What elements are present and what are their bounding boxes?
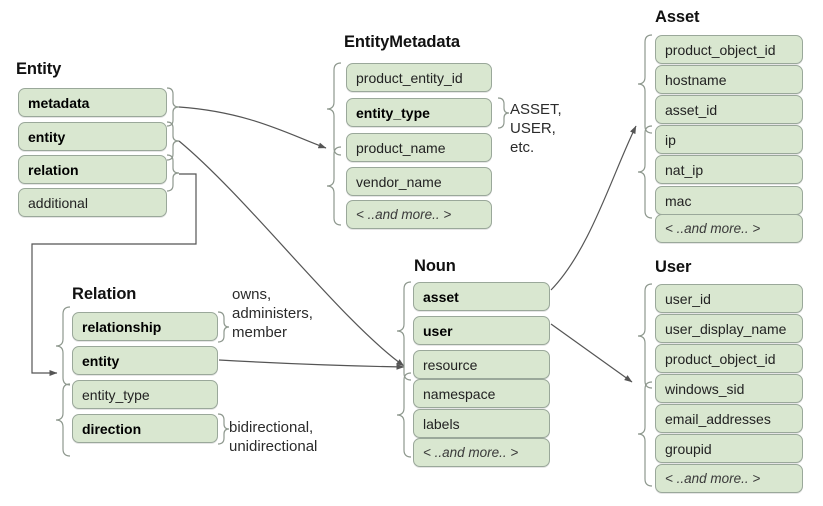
user-field-email-addresses[interactable]: email_addresses: [655, 404, 803, 433]
group-title-relation: Relation: [72, 285, 137, 303]
asset-field-hostname[interactable]: hostname: [655, 65, 803, 94]
user-field-windows-sid[interactable]: windows_sid: [655, 374, 803, 403]
asset-field-product-object-id[interactable]: product_object_id: [655, 35, 803, 64]
wire-relation-entity-to-noun: [218, 359, 405, 370]
entitymetadata-brace: [326, 62, 342, 226]
wire-noun-asset-to-asset: [550, 125, 637, 291]
relation-field-entity[interactable]: entity: [72, 346, 218, 375]
group-title-entitymetadata: EntityMetadata: [344, 33, 460, 51]
entity-type-value-brace: [497, 97, 510, 129]
user-field-user-id[interactable]: user_id: [655, 284, 803, 313]
user-field-user-display-name[interactable]: user_display_name: [655, 314, 803, 343]
entity-field-additional[interactable]: additional: [18, 188, 167, 217]
asset-field-asset-id[interactable]: asset_id: [655, 95, 803, 124]
relationship-value-brace: [217, 311, 230, 343]
noun-field-labels[interactable]: labels: [413, 409, 550, 438]
noun-field-user[interactable]: user: [413, 316, 550, 345]
asset-field-mac[interactable]: mac: [655, 186, 803, 215]
noun-field-namespace[interactable]: namespace: [413, 379, 550, 408]
user-field-product-object-id[interactable]: product_object_id: [655, 344, 803, 373]
asset-field-and-more[interactable]: < ..and more.. >: [655, 214, 803, 243]
entity-field-relation[interactable]: relation: [18, 155, 167, 184]
group-title-entity: Entity: [16, 60, 62, 78]
noun-field-resource[interactable]: resource: [413, 350, 550, 379]
entitymetadata-field-and-more[interactable]: < ..and more.. >: [346, 200, 492, 229]
noun-field-asset[interactable]: asset: [413, 282, 550, 311]
group-title-user: User: [655, 258, 692, 276]
wire-metadata-to-entitymetadata: [178, 106, 327, 149]
direction-value-brace: [217, 413, 230, 445]
asset-field-nat-ip[interactable]: nat_ip: [655, 155, 803, 184]
user-field-groupid[interactable]: groupid: [655, 434, 803, 463]
group-title-noun: Noun: [414, 257, 456, 275]
entity-field-metadata[interactable]: metadata: [18, 88, 167, 117]
annotation-relationship-values: owns, administers, member: [232, 286, 313, 341]
entity-brace-group: [166, 87, 180, 192]
relation-field-relationship[interactable]: relationship: [72, 312, 218, 341]
relation-field-direction[interactable]: direction: [72, 414, 218, 443]
noun-field-and-more[interactable]: < ..and more.. >: [413, 438, 550, 467]
user-field-and-more[interactable]: < ..and more.. >: [655, 464, 803, 493]
entitymetadata-field-vendor-name[interactable]: vendor_name: [346, 167, 492, 196]
entitymetadata-field-product-name[interactable]: product_name: [346, 133, 492, 162]
annotation-entity-type-values: ASSET, USER, etc.: [510, 101, 562, 156]
relation-field-entity-type[interactable]: entity_type: [72, 380, 218, 409]
asset-field-ip[interactable]: ip: [655, 125, 803, 154]
group-title-asset: Asset: [655, 8, 700, 26]
entity-field-entity[interactable]: entity: [18, 122, 167, 151]
annotation-direction-values: bidirectional, unidirectional: [229, 419, 318, 455]
asset-brace: [637, 34, 653, 219]
noun-brace: [396, 281, 412, 458]
relation-brace: [55, 306, 71, 457]
user-brace: [637, 283, 653, 487]
wire-noun-user-to-user: [550, 323, 633, 383]
entitymetadata-field-entity-type[interactable]: entity_type: [346, 98, 492, 127]
entitymetadata-field-product-entity-id[interactable]: product_entity_id: [346, 63, 492, 92]
